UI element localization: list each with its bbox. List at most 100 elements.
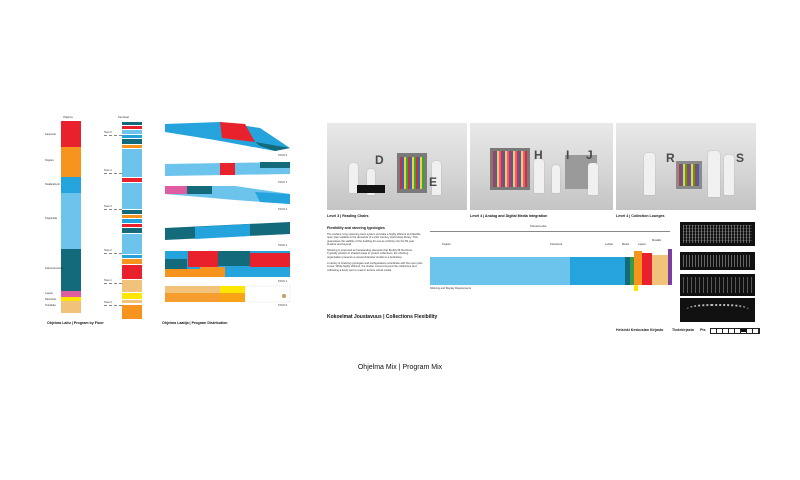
bar-chart-label: Kirjasto <box>442 243 451 246</box>
legend-scale-label: Pts <box>700 328 706 332</box>
slab <box>195 224 250 239</box>
schedule-grid <box>683 255 752 267</box>
bar-chart-label: Kokoelmat <box>550 243 563 246</box>
slab <box>220 122 255 142</box>
figure <box>588 163 598 195</box>
floor-strip <box>122 255 142 258</box>
collection-bar-chart: Kokoelma tilat Kirjasto Kokoelmat Lehdet… <box>430 225 672 315</box>
level-label: TASO 4 <box>278 181 288 184</box>
render-letter: J <box>586 148 593 162</box>
bar-chart-label: Media <box>622 243 630 246</box>
flexibility-text: Flexibility and steering typologies The … <box>327 226 423 272</box>
slab-outline <box>244 285 291 303</box>
legend-scale-fill <box>741 328 747 332</box>
program-label: Lapset <box>45 292 53 295</box>
level-label: TASO 5 <box>278 154 288 157</box>
floor-leader <box>104 283 122 284</box>
schedule-legend: Helsinki Keskustan Kirjasto Tiedekirjast… <box>616 328 761 336</box>
program-label: Tekniikka <box>45 304 56 307</box>
floor-leader <box>104 209 122 210</box>
bar-segment-tan <box>652 255 670 285</box>
render-letter: R <box>666 151 675 165</box>
bar-segment-orange <box>634 251 642 285</box>
floor-label: Taso 0 <box>104 301 112 304</box>
bar-chart-label: Lapset <box>638 243 646 246</box>
chart-bracket <box>430 231 670 232</box>
floor-strip <box>122 265 142 279</box>
program-distribution-caption: Ohjelma Laatija | Program Distribution <box>162 321 228 325</box>
bar-segment-teal <box>625 257 630 285</box>
floor-strip <box>122 234 142 254</box>
segment-blue <box>61 177 81 193</box>
render-letter: H <box>534 148 543 162</box>
slab <box>255 192 290 204</box>
floor-strip <box>122 300 142 303</box>
level-label: TASO 2 <box>278 244 288 247</box>
bookshelf <box>679 164 699 186</box>
slab <box>220 163 235 175</box>
floor-strip <box>122 224 142 227</box>
bar-segment-red <box>642 253 652 285</box>
collections-flexibility-caption: Kokoelmat Joustavuus | Collections Flexi… <box>327 314 438 320</box>
floor-strip <box>122 259 142 264</box>
bar-segment-green <box>630 257 634 285</box>
schedule-block <box>680 252 755 270</box>
slab <box>165 259 187 269</box>
stacked-bar <box>430 249 672 291</box>
program-label: Kirjasto <box>45 159 54 162</box>
floor-strip <box>122 135 142 138</box>
level-label: TASO 3 <box>278 208 288 211</box>
floor-leader <box>104 173 122 174</box>
main-caption: Ohjelma Mix | Program Mix <box>357 364 443 371</box>
text-paragraph: Shelving is proposed as freestanding ele… <box>327 249 413 259</box>
figure <box>708 151 720 197</box>
render-caption: Level 4 | Analog and Digital Media Integ… <box>470 214 548 218</box>
floor-leader <box>104 135 122 136</box>
figure <box>432 161 441 195</box>
render-letter: D <box>375 153 384 167</box>
bookshelf <box>400 157 424 189</box>
schedule-block <box>680 222 755 246</box>
program-by-floor-caption: Ohjelma Laitu | Program by Floor <box>47 321 104 325</box>
program-label: Kirjastotila <box>45 217 57 220</box>
floor-label: Taso 3 <box>104 205 112 208</box>
slab <box>255 142 290 151</box>
segment-pink <box>61 291 81 297</box>
render-letter: I <box>566 148 570 162</box>
render-media-integration: H I J <box>470 123 613 210</box>
render-caption: Level 3 | Reading Chairs <box>327 214 369 218</box>
program-label: Kaupunki <box>45 133 56 136</box>
floor-strip <box>122 145 142 148</box>
text-paragraph: The surface, long spanning truss system … <box>327 233 421 246</box>
floor-strip <box>122 219 142 223</box>
slab <box>188 251 218 267</box>
segment-tan <box>61 301 81 313</box>
program-distribution-panel: TASO 5 TASO 4 TASO 3 TASO 2 TASO 1 TASO … <box>160 118 300 333</box>
render-caption: Level 4 | Collection Lounges <box>616 214 665 218</box>
bar-chart-note: Shelving and Display Requirements <box>430 287 472 290</box>
floor-strip <box>122 130 142 134</box>
figure <box>534 159 544 193</box>
bar-chart-label: Lehdet <box>605 243 613 246</box>
floor-strip <box>122 149 142 177</box>
slab <box>200 267 225 277</box>
bar-chart-label: Musiikki <box>652 239 662 242</box>
floor-strip <box>122 210 142 214</box>
floor-stack-column <box>122 122 142 320</box>
slab <box>165 293 245 302</box>
segment-red <box>61 121 81 147</box>
slab <box>165 186 187 194</box>
slab <box>218 251 250 266</box>
program-by-floor-panel: Ohjelma Kaupunki Kirjasto Sisäänkäynti K… <box>45 113 115 333</box>
floor-strip <box>122 280 142 292</box>
floor-leader <box>104 253 122 254</box>
bookshelf <box>493 151 527 187</box>
text-paragraph: A variety of shelving typologies and con… <box>327 262 423 272</box>
slab <box>250 253 290 267</box>
floor-label: Taso 4 <box>104 169 112 172</box>
floor-label: Taso 2 <box>104 249 112 252</box>
text-title: Flexibility and steering typologies <box>327 226 385 230</box>
figure <box>552 165 560 193</box>
figure <box>349 163 358 193</box>
schedule-panel <box>680 222 760 332</box>
